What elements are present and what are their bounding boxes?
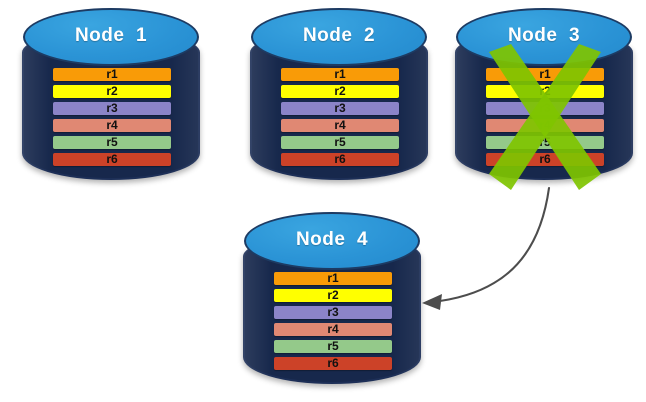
record-label: r3 (327, 305, 339, 319)
record-label: r4 (539, 118, 551, 132)
record-label: r2 (327, 288, 339, 302)
node-cylinder-2[interactable]: Node 2 r1 r2 r3 r4 r5 r6 (250, 8, 428, 186)
record-row[interactable]: r1 (53, 67, 171, 81)
record-label: r1 (106, 67, 118, 81)
record-label: r5 (539, 135, 551, 149)
record-label: r2 (539, 84, 551, 98)
record-label: r1 (327, 271, 339, 285)
record-row[interactable]: r6 (281, 152, 399, 166)
record-row[interactable]: r6 (53, 152, 171, 166)
record-row[interactable]: r1 (274, 271, 392, 285)
record-row[interactable]: r6 (486, 152, 604, 166)
record-label: r6 (327, 356, 339, 370)
record-row[interactable]: r5 (281, 135, 399, 149)
record-row[interactable]: r5 (53, 135, 171, 149)
record-row[interactable]: r4 (281, 118, 399, 132)
node-label: Node 4 (295, 229, 369, 250)
record-label: r3 (106, 101, 118, 115)
node-label: Node 1 (74, 25, 148, 46)
node-label: Node 3 (507, 25, 581, 46)
record-list: r1 r2 r3 r4 r5 r6 (53, 67, 171, 170)
record-row[interactable]: r6 (274, 356, 392, 370)
record-label: r4 (327, 322, 339, 336)
record-row[interactable]: r1 (486, 67, 604, 81)
record-label: r5 (106, 135, 118, 149)
cylinder-top-ellipse (244, 212, 420, 270)
record-label: r5 (327, 339, 339, 353)
node-cylinder-3[interactable]: Node 3 r1 r2 r3 r4 r5 r6 (455, 8, 633, 186)
record-list: r1 r2 r3 r4 r5 r6 (281, 67, 399, 170)
record-row[interactable]: r3 (274, 305, 392, 319)
record-row[interactable]: r2 (486, 84, 604, 98)
replication-arrow-icon (422, 186, 551, 310)
record-row[interactable]: r3 (53, 101, 171, 115)
record-label: r6 (334, 152, 346, 166)
record-label: r1 (539, 67, 551, 81)
record-list: r1 r2 r3 r4 r5 r6 (486, 67, 604, 170)
record-row[interactable]: r3 (281, 101, 399, 115)
cylinder-top-ellipse (23, 8, 199, 66)
node-label: Node 2 (302, 25, 376, 46)
cylinder-top-ellipse (251, 8, 427, 66)
record-label: r6 (106, 152, 118, 166)
record-label: r4 (334, 118, 346, 132)
record-label: r3 (539, 101, 551, 115)
record-row[interactable]: r4 (486, 118, 604, 132)
record-label: r2 (334, 84, 346, 98)
record-row[interactable]: r5 (274, 339, 392, 353)
record-row[interactable]: r1 (281, 67, 399, 81)
record-row[interactable]: r3 (486, 101, 604, 115)
record-row[interactable]: r2 (53, 84, 171, 98)
record-label: r2 (106, 84, 118, 98)
node-cylinder-4[interactable]: Node 4 r1 r2 r3 r4 r5 r6 (243, 212, 421, 390)
record-label: r1 (334, 67, 346, 81)
node-cylinder-1[interactable]: Node 1 r1 r2 r3 r4 r5 r6 (22, 8, 200, 186)
record-label: r6 (539, 152, 551, 166)
record-row[interactable]: r4 (53, 118, 171, 132)
record-row[interactable]: r5 (486, 135, 604, 149)
record-row[interactable]: r2 (274, 288, 392, 302)
record-label: r5 (334, 135, 346, 149)
record-list: r1 r2 r3 r4 r5 r6 (274, 271, 392, 374)
record-label: r3 (334, 101, 346, 115)
record-row[interactable]: r4 (274, 322, 392, 336)
record-label: r4 (106, 118, 118, 132)
record-row[interactable]: r2 (281, 84, 399, 98)
